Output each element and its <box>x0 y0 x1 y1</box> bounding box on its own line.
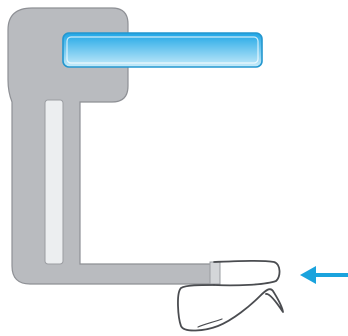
outline-upper-loop <box>213 259 281 287</box>
outline-inner-crease <box>197 318 223 328</box>
frame-foot-tip <box>209 261 221 285</box>
horizontal-bar <box>62 32 263 68</box>
bar-inner-highlight <box>66 36 259 64</box>
arrow-head <box>300 266 316 284</box>
left-pointing-arrow <box>300 266 348 284</box>
outline-lower-loop <box>177 284 284 332</box>
frame-slot <box>44 99 64 265</box>
